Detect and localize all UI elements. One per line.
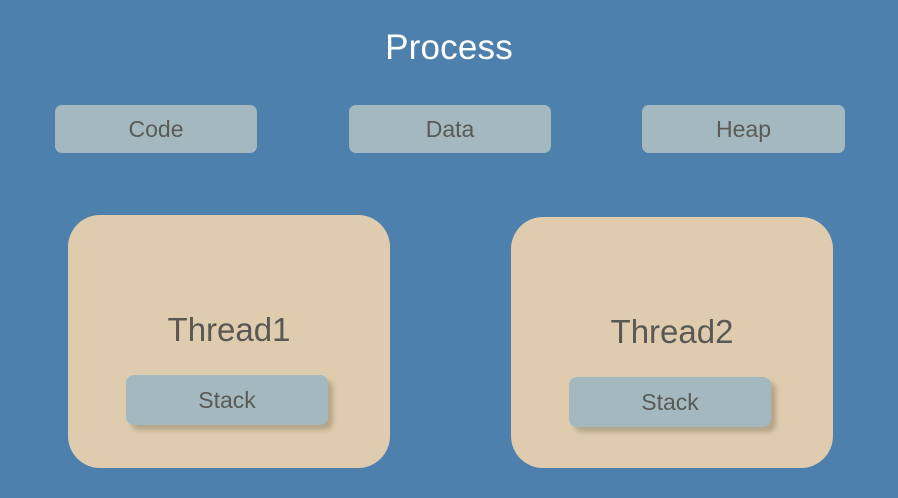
segment-box-data: Data [349,105,551,153]
segment-label-code: Code [128,116,184,142]
segment-label-heap: Heap [716,116,771,142]
stack-label-thread1: Stack [198,387,256,413]
thread-card-thread2: Thread2 Stack [511,217,833,468]
memory-segment-row: Code Data Heap [0,105,898,153]
thread-label-thread1: Thread1 [167,311,291,348]
page-title: Process [385,28,513,67]
segment-box-heap: Heap [642,105,845,153]
segment-box-code: Code [55,105,257,153]
stack-box-thread1: Stack [126,375,328,425]
stack-box-thread2: Stack [569,377,771,427]
stack-label-thread2: Stack [641,389,699,415]
thread-card-thread1: Thread1 Stack [68,215,390,468]
segment-label-data: Data [425,116,475,142]
thread-label-thread2: Thread2 [610,313,734,350]
